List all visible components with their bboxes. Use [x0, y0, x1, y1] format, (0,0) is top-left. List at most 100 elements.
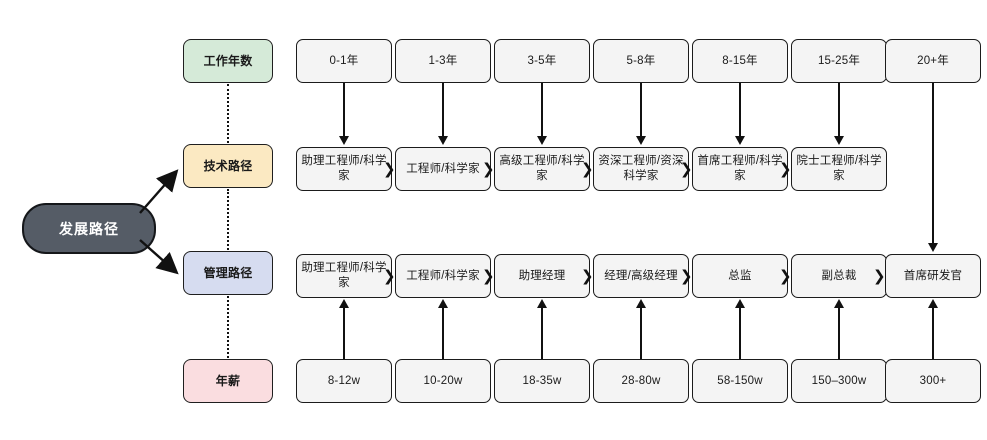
arrow-right-icon-mgmt-4: ❯ [680, 267, 693, 285]
tech-box-1[interactable]: 助理工程师/科学家 [296, 147, 392, 191]
tech-label: 院士工程师/科学家 [796, 155, 882, 182]
years-box-4[interactable]: 5-8年 [593, 39, 689, 83]
tech-box-3[interactable]: 高级工程师/科学家 [494, 147, 590, 191]
category-box-management-path[interactable]: 管理路径 [183, 251, 273, 295]
mgmt-label: 助理经理 [518, 269, 566, 282]
pay-label: 150–300w [811, 374, 867, 387]
arrow-up-icon-pay-mgmt-4 [636, 299, 646, 308]
arrow-line-pay-mgmt-5 [739, 307, 741, 359]
years-label: 5-8年 [626, 54, 656, 67]
years-box-3[interactable]: 3-5年 [494, 39, 590, 83]
mgmt-box-6[interactable]: 副总裁 [791, 254, 887, 298]
category-label: 技术路径 [203, 158, 253, 173]
years-box-2[interactable]: 1-3年 [395, 39, 491, 83]
mgmt-box-7[interactable]: 首席研发官 [885, 254, 981, 298]
arrow-right-icon-tech-3: ❯ [581, 160, 594, 178]
category-label: 年薪 [215, 373, 241, 388]
mgmt-label: 经理/高级经理 [604, 269, 678, 282]
mgmt-box-1[interactable]: 助理工程师/科学家 [296, 254, 392, 298]
mgmt-box-2[interactable]: 工程师/科学家 [395, 254, 491, 298]
arrow-line-pay-mgmt-4 [640, 307, 642, 359]
tech-label: 助理工程师/科学家 [301, 155, 387, 182]
tech-box-6[interactable]: 院士工程师/科学家 [791, 147, 887, 191]
arrow-line-pay-mgmt-6 [838, 307, 840, 359]
pay-label: 28-80w [621, 374, 661, 387]
arrow-right-icon-mgmt-6: ❯ [873, 267, 886, 285]
tech-box-2[interactable]: 工程师/科学家 [395, 147, 491, 191]
dotted-connector-years-tech [227, 84, 229, 143]
years-box-5[interactable]: 8-15年 [692, 39, 788, 83]
mgmt-label: 助理工程师/科学家 [301, 262, 387, 289]
pay-label: 18-35w [522, 374, 562, 387]
arrow-up-icon-pay-mgmt-6 [834, 299, 844, 308]
years-label: 15-25年 [817, 54, 861, 67]
category-box-technical-path[interactable]: 技术路径 [183, 144, 273, 188]
dotted-connector-mgmt-pay [227, 296, 229, 358]
tech-box-5[interactable]: 首席工程师/科学家 [692, 147, 788, 191]
pay-label: 8-12w [327, 374, 361, 387]
arrow-line-years-tech-2 [442, 83, 444, 138]
arrow-up-icon-pay-mgmt-7 [928, 299, 938, 308]
pay-box-7[interactable]: 300+ [885, 359, 981, 403]
arrow-up-icon-pay-mgmt-3 [537, 299, 547, 308]
arrow-up-icon-pay-mgmt-5 [735, 299, 745, 308]
arrow-down-icon-years-cro [928, 243, 938, 252]
tech-label: 资深工程师/资深科学家 [598, 155, 684, 182]
mgmt-box-4[interactable]: 经理/高级经理 [593, 254, 689, 298]
years-box-1[interactable]: 0-1年 [296, 39, 392, 83]
arrow-line-pay-mgmt-7 [932, 307, 934, 359]
years-label: 0-1年 [329, 54, 359, 67]
pay-box-5[interactable]: 58-150w [692, 359, 788, 403]
arrow-line-years-tech-4 [640, 83, 642, 138]
years-label: 8-15年 [722, 54, 758, 67]
pay-label: 300+ [919, 374, 947, 387]
arrow-line-years-tech-5 [739, 83, 741, 138]
arrow-right-icon-tech-4: ❯ [680, 160, 693, 178]
arrow-right-icon-tech-1: ❯ [383, 160, 396, 178]
root-node-development-path[interactable]: 发展路径 [22, 203, 156, 254]
arrow-right-icon-mgmt-2: ❯ [482, 267, 495, 285]
pay-box-3[interactable]: 18-35w [494, 359, 590, 403]
arrow-line-pay-mgmt-1 [343, 307, 345, 359]
root-node-label: 发展路径 [59, 220, 119, 237]
arrow-line-years-cro [932, 83, 934, 245]
arrow-right-icon-mgmt-1: ❯ [383, 267, 396, 285]
arrow-down-icon-years-tech-4 [636, 136, 646, 145]
mgmt-box-5[interactable]: 总监 [692, 254, 788, 298]
arrow-down-icon-years-tech-6 [834, 136, 844, 145]
arrow-right-icon-tech-2: ❯ [482, 160, 495, 178]
pay-label: 10-20w [423, 374, 463, 387]
mgmt-label: 工程师/科学家 [406, 269, 480, 282]
category-box-work-years[interactable]: 工作年数 [183, 39, 273, 83]
years-label: 3-5年 [527, 54, 557, 67]
pay-box-1[interactable]: 8-12w [296, 359, 392, 403]
arrow-right-icon-mgmt-5: ❯ [779, 267, 792, 285]
pay-box-4[interactable]: 28-80w [593, 359, 689, 403]
tech-label: 工程师/科学家 [406, 162, 480, 175]
mgmt-box-3[interactable]: 助理经理 [494, 254, 590, 298]
arrow-line-pay-mgmt-3 [541, 307, 543, 359]
mgmt-label: 副总裁 [821, 269, 857, 282]
tech-box-4[interactable]: 资深工程师/资深科学家 [593, 147, 689, 191]
years-label: 1-3年 [428, 54, 458, 67]
arrow-right-icon-mgmt-3: ❯ [581, 267, 594, 285]
category-box-annual-salary[interactable]: 年薪 [183, 359, 273, 403]
years-box-7[interactable]: 20+年 [885, 39, 981, 83]
years-box-6[interactable]: 15-25年 [791, 39, 887, 83]
arrow-line-pay-mgmt-2 [442, 307, 444, 359]
mgmt-label: 首席研发官 [903, 269, 963, 282]
category-label: 管理路径 [203, 265, 253, 280]
category-label: 工作年数 [203, 53, 253, 68]
mgmt-label: 总监 [728, 269, 752, 282]
pay-label: 58-150w [717, 374, 763, 387]
arrow-down-icon-years-tech-2 [438, 136, 448, 145]
pay-box-6[interactable]: 150–300w [791, 359, 887, 403]
arrow-up-icon-pay-mgmt-1 [339, 299, 349, 308]
arrow-line-years-tech-6 [838, 83, 840, 138]
years-label: 20+年 [917, 54, 949, 67]
tech-label: 高级工程师/科学家 [499, 155, 585, 182]
pay-box-2[interactable]: 10-20w [395, 359, 491, 403]
dotted-connector-tech-mgmt [227, 189, 229, 250]
arrow-line-years-tech-3 [541, 83, 543, 138]
